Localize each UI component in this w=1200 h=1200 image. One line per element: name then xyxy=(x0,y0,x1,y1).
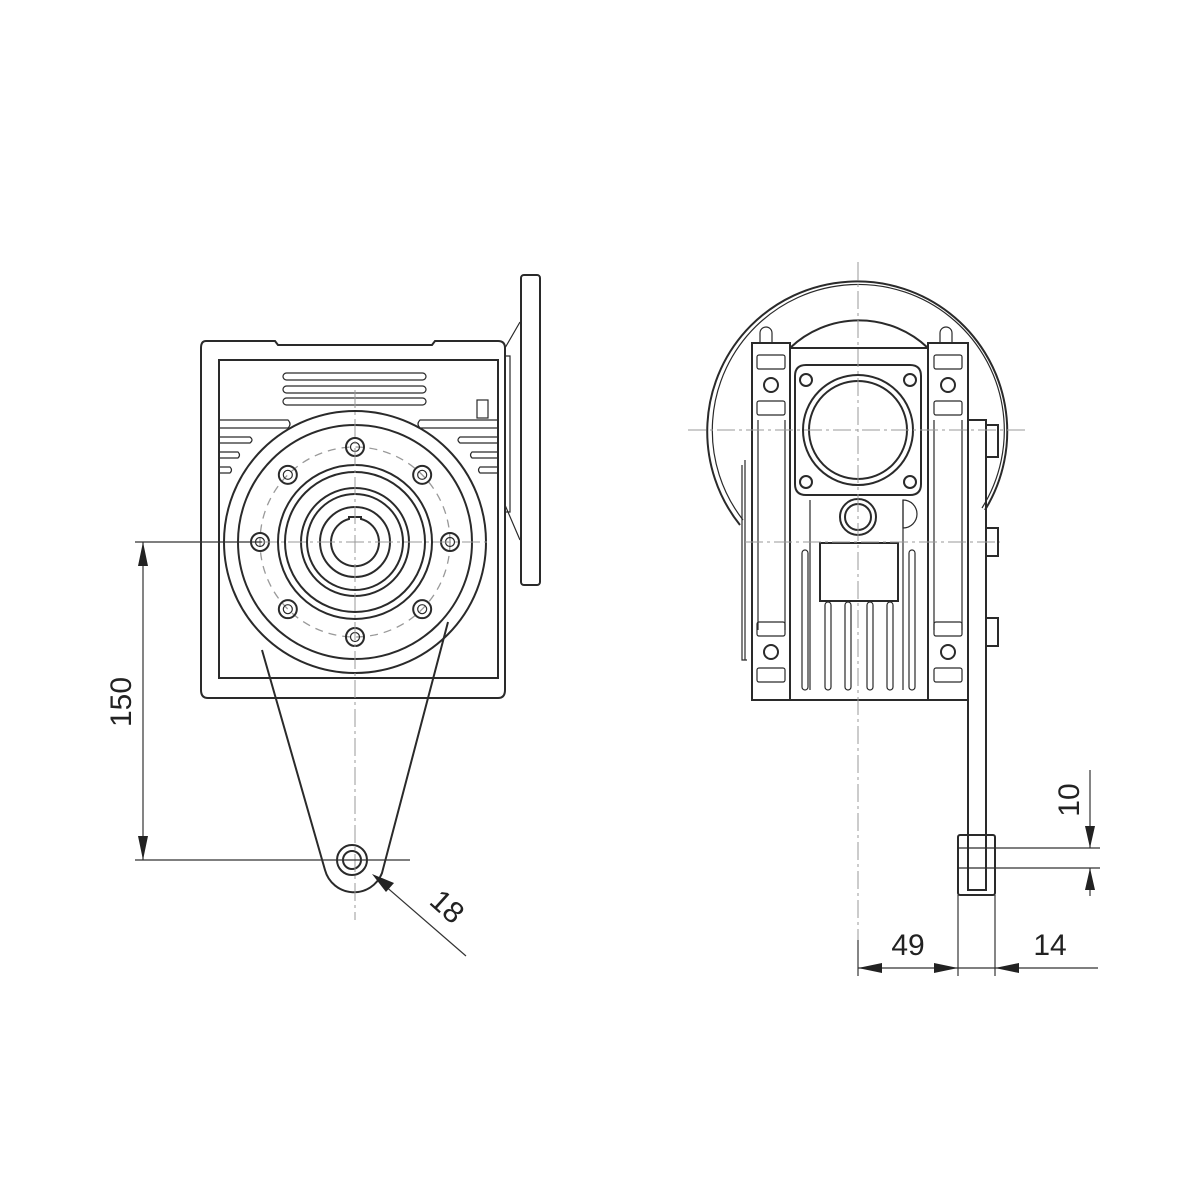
dimension-150: 150 xyxy=(105,541,410,861)
square-flange xyxy=(794,364,922,496)
fin xyxy=(866,601,874,691)
dimension-label: 49 xyxy=(891,929,924,962)
dimension-10: 10 xyxy=(995,770,1100,896)
dimension-14: 14 xyxy=(958,895,1098,976)
cooling-fins xyxy=(219,372,498,474)
lifting-eye xyxy=(759,326,773,343)
front-view: 150 18 xyxy=(105,274,541,957)
gearbox-body xyxy=(789,347,929,701)
mounting-hole-icon xyxy=(763,644,779,660)
mounting-hole-icon xyxy=(763,377,779,393)
side-torque-arm xyxy=(957,419,999,896)
lug-slot xyxy=(933,621,963,637)
input-flange-side xyxy=(504,274,541,586)
lug-slot xyxy=(756,621,786,637)
lug-slot xyxy=(756,354,786,370)
housing-inner xyxy=(218,359,499,679)
housing-outline xyxy=(200,340,506,699)
dimension-label: 14 xyxy=(1033,929,1066,962)
dimension-label: 18 xyxy=(423,884,470,931)
body-fins xyxy=(801,549,916,691)
bolt-icon xyxy=(412,464,433,485)
side-view: 10 49 14 xyxy=(688,262,1100,976)
dimension-49: 49 xyxy=(857,895,959,976)
fin xyxy=(908,549,916,691)
lifting-eye xyxy=(939,326,953,343)
dimension-18: 18 xyxy=(372,874,470,957)
keyed-bore xyxy=(330,516,380,568)
fin xyxy=(886,601,894,691)
dimension-label: 150 xyxy=(105,677,138,727)
bolt-icon xyxy=(277,599,298,620)
fin xyxy=(801,549,809,691)
mounting-hole-icon xyxy=(940,377,956,393)
motor-flange-disc xyxy=(706,280,1009,526)
bolt-icon xyxy=(412,599,433,620)
bolt-icon xyxy=(277,464,298,485)
lug-slot xyxy=(933,354,963,370)
fin xyxy=(844,601,852,691)
mounting-hole-icon xyxy=(940,644,956,660)
mounting-lugs xyxy=(756,326,963,683)
nameplate xyxy=(819,542,899,602)
fin xyxy=(824,601,832,691)
dimension-label: 10 xyxy=(1053,783,1086,816)
